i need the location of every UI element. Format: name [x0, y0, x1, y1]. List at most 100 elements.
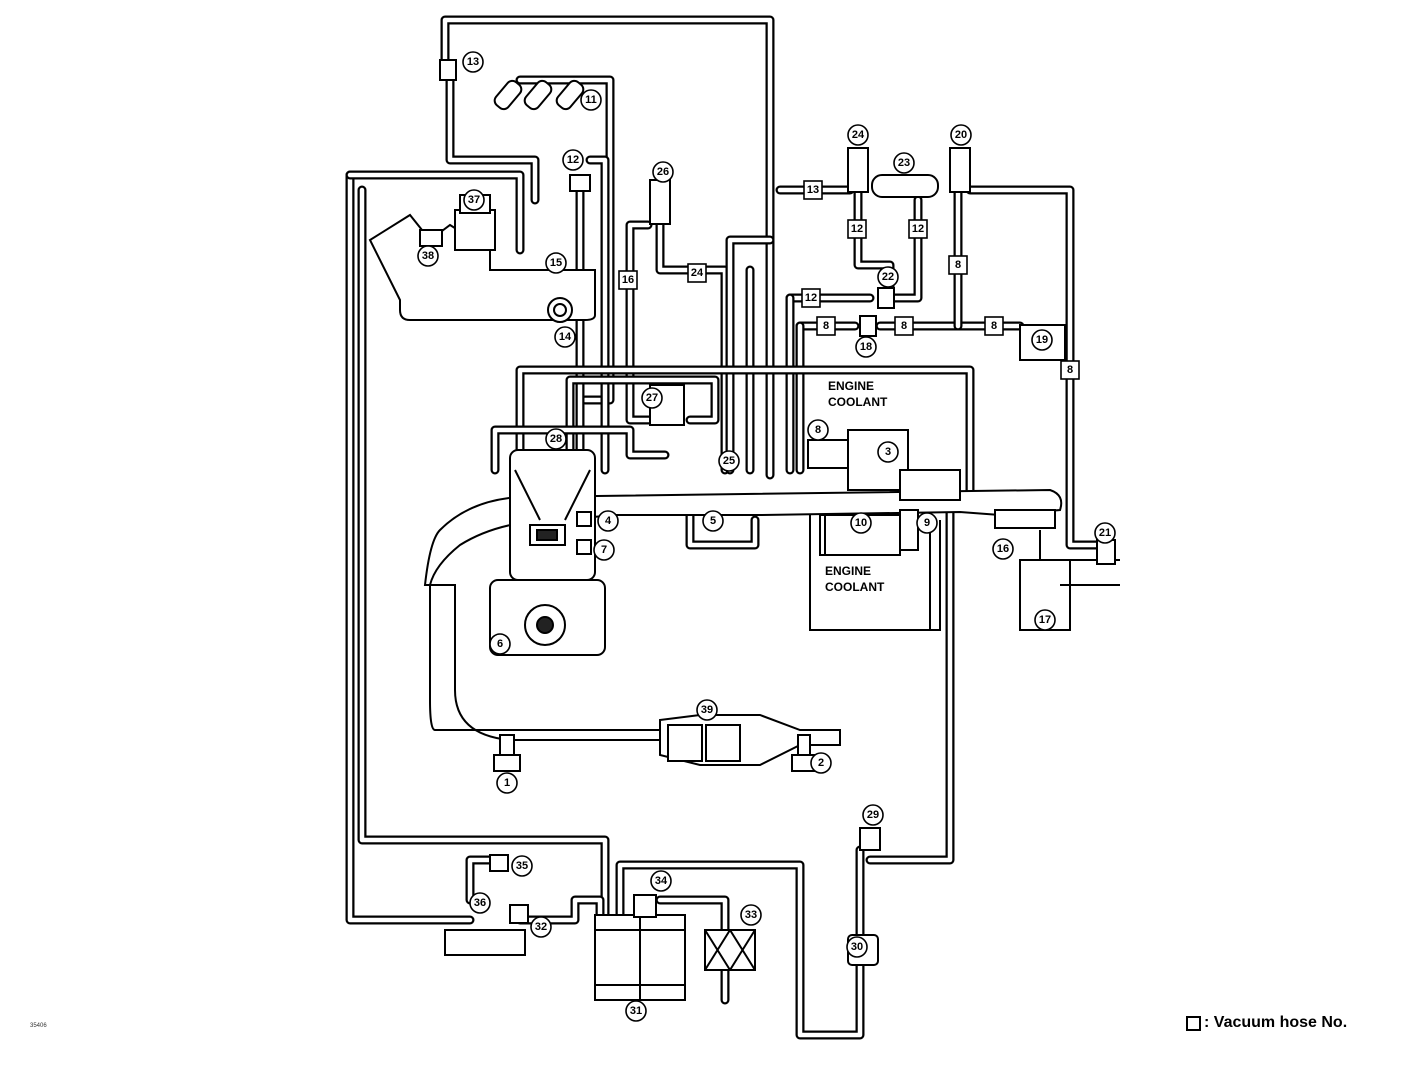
- callout-number: 7: [601, 544, 607, 556]
- callout-13: 13: [462, 51, 484, 73]
- callout-21: 21: [1094, 522, 1116, 544]
- coolant-sensor-block: [807, 439, 849, 469]
- callout-5: 5: [702, 510, 724, 532]
- callout-number: 12: [567, 154, 579, 166]
- callout-number: 26: [657, 166, 669, 178]
- callout-number: 34: [655, 875, 668, 887]
- callout-12: 12: [562, 149, 584, 171]
- callout-number: 39: [701, 704, 713, 716]
- callout-number: 18: [860, 341, 872, 353]
- callout-number: 21: [1099, 527, 1111, 539]
- engine-coolant-label-top-line1: ENGINE: [828, 379, 874, 393]
- callout-number: 38: [422, 250, 434, 262]
- filter-33: [704, 929, 756, 971]
- catalyst-chamber-left: [667, 724, 703, 762]
- hose-lines: [345, 15, 1105, 1040]
- hose-number: 8: [991, 320, 997, 332]
- fuel-tank-components: [444, 929, 526, 956]
- hose-tag-12: 12: [908, 219, 928, 239]
- hose-number: 12: [805, 292, 817, 304]
- callout-18: 18: [855, 336, 877, 358]
- callout-number: 19: [1036, 334, 1048, 346]
- callout-number: 17: [1039, 614, 1051, 626]
- callout-27: 27: [641, 387, 663, 409]
- legend-text: : Vacuum hose No.: [1204, 1014, 1348, 1031]
- solenoid-valve-13: [439, 59, 457, 81]
- callout-39: 39: [696, 699, 718, 721]
- hose-number: 8: [901, 320, 907, 332]
- callout-20: 20: [950, 124, 972, 146]
- engine-coolant-label-bottom-line2: COOLANT: [825, 580, 885, 594]
- hose-tag-12: 12: [801, 288, 821, 308]
- callout-31: 31: [625, 1000, 647, 1022]
- callout-number: 13: [467, 56, 479, 68]
- fuel-system: [368, 59, 596, 323]
- solenoid-valve-24: [847, 147, 869, 193]
- hose-number: 8: [823, 320, 829, 332]
- callout-30: 30: [846, 936, 868, 958]
- callout-4: 4: [597, 510, 619, 532]
- callout-number: 10: [855, 517, 867, 529]
- callout-1: 1: [496, 772, 518, 794]
- hose-tag-8: 8: [984, 316, 1004, 336]
- drawing-code: 35406: [30, 1023, 47, 1029]
- callout-number: 24: [852, 129, 865, 141]
- callout-number: 22: [882, 271, 894, 283]
- callout-26: 26: [652, 161, 674, 183]
- callout-number: 25: [723, 455, 735, 467]
- callout-9: 9: [916, 512, 938, 534]
- solenoid-valve-20: [949, 147, 971, 193]
- callout-number: 1: [504, 777, 510, 789]
- callout-number: 30: [851, 941, 863, 953]
- callout-number: 33: [745, 909, 757, 921]
- callout-15: 15: [545, 252, 567, 274]
- vacuum-chamber-23: [871, 174, 939, 198]
- hose-tag-12: 12: [847, 219, 867, 239]
- hose-number: 24: [691, 267, 704, 279]
- callout-17: 17: [1034, 609, 1056, 631]
- hose-number: 16: [622, 274, 634, 286]
- callout-38: 38: [417, 245, 439, 267]
- engine-coolant-label-bottom-line1: ENGINE: [825, 564, 871, 578]
- purge-valve-34: [633, 894, 657, 918]
- oxygen-sensor-front: [493, 754, 521, 772]
- callout-number: 28: [550, 433, 562, 445]
- callout-number: 15: [550, 257, 562, 269]
- callout-32: 32: [530, 916, 552, 938]
- callout-19: 19: [1031, 329, 1053, 351]
- callout-number: 6: [497, 638, 503, 650]
- callout-8: 8: [807, 419, 829, 441]
- callout-number: 14: [559, 331, 572, 343]
- callout-28: 28: [545, 428, 567, 450]
- callout-11: 11: [580, 89, 602, 111]
- fuel-pressure-regulator: [454, 209, 496, 251]
- callout-number: 29: [867, 809, 879, 821]
- hose-tag-13: 13: [803, 180, 823, 200]
- sensor-35: [489, 854, 509, 872]
- hose-tag-16: 16: [618, 270, 638, 290]
- hose-tag-24: 24: [687, 263, 707, 283]
- callout-number: 35: [516, 860, 528, 872]
- hose-number: 8: [955, 259, 961, 271]
- legend: : Vacuum hose No.: [1186, 1014, 1347, 1032]
- callout-14: 14: [554, 326, 576, 348]
- callout-number: 23: [898, 157, 910, 169]
- check-valve-18: [859, 315, 877, 337]
- callout-24: 24: [847, 124, 869, 146]
- callout-number: 9: [924, 517, 930, 529]
- callout-number: 16: [997, 543, 1009, 555]
- vacuum-hose-tags: 13 12 12 8 24 16 12 8 8 8 8: [618, 180, 1080, 380]
- callout-23: 23: [893, 152, 915, 174]
- solenoid-valve-26: [649, 179, 671, 225]
- callout-number: 4: [605, 515, 612, 527]
- callout-number: 5: [710, 515, 716, 527]
- callout-number: 11: [585, 94, 597, 106]
- hose-number: 8: [1067, 364, 1073, 376]
- callout-33: 33: [740, 904, 762, 926]
- callout-10: 10: [850, 512, 872, 534]
- callout-number: 20: [955, 129, 967, 141]
- callout-22: 22: [877, 266, 899, 288]
- engine-block: [489, 449, 606, 656]
- solenoid-valve-29: [859, 827, 881, 851]
